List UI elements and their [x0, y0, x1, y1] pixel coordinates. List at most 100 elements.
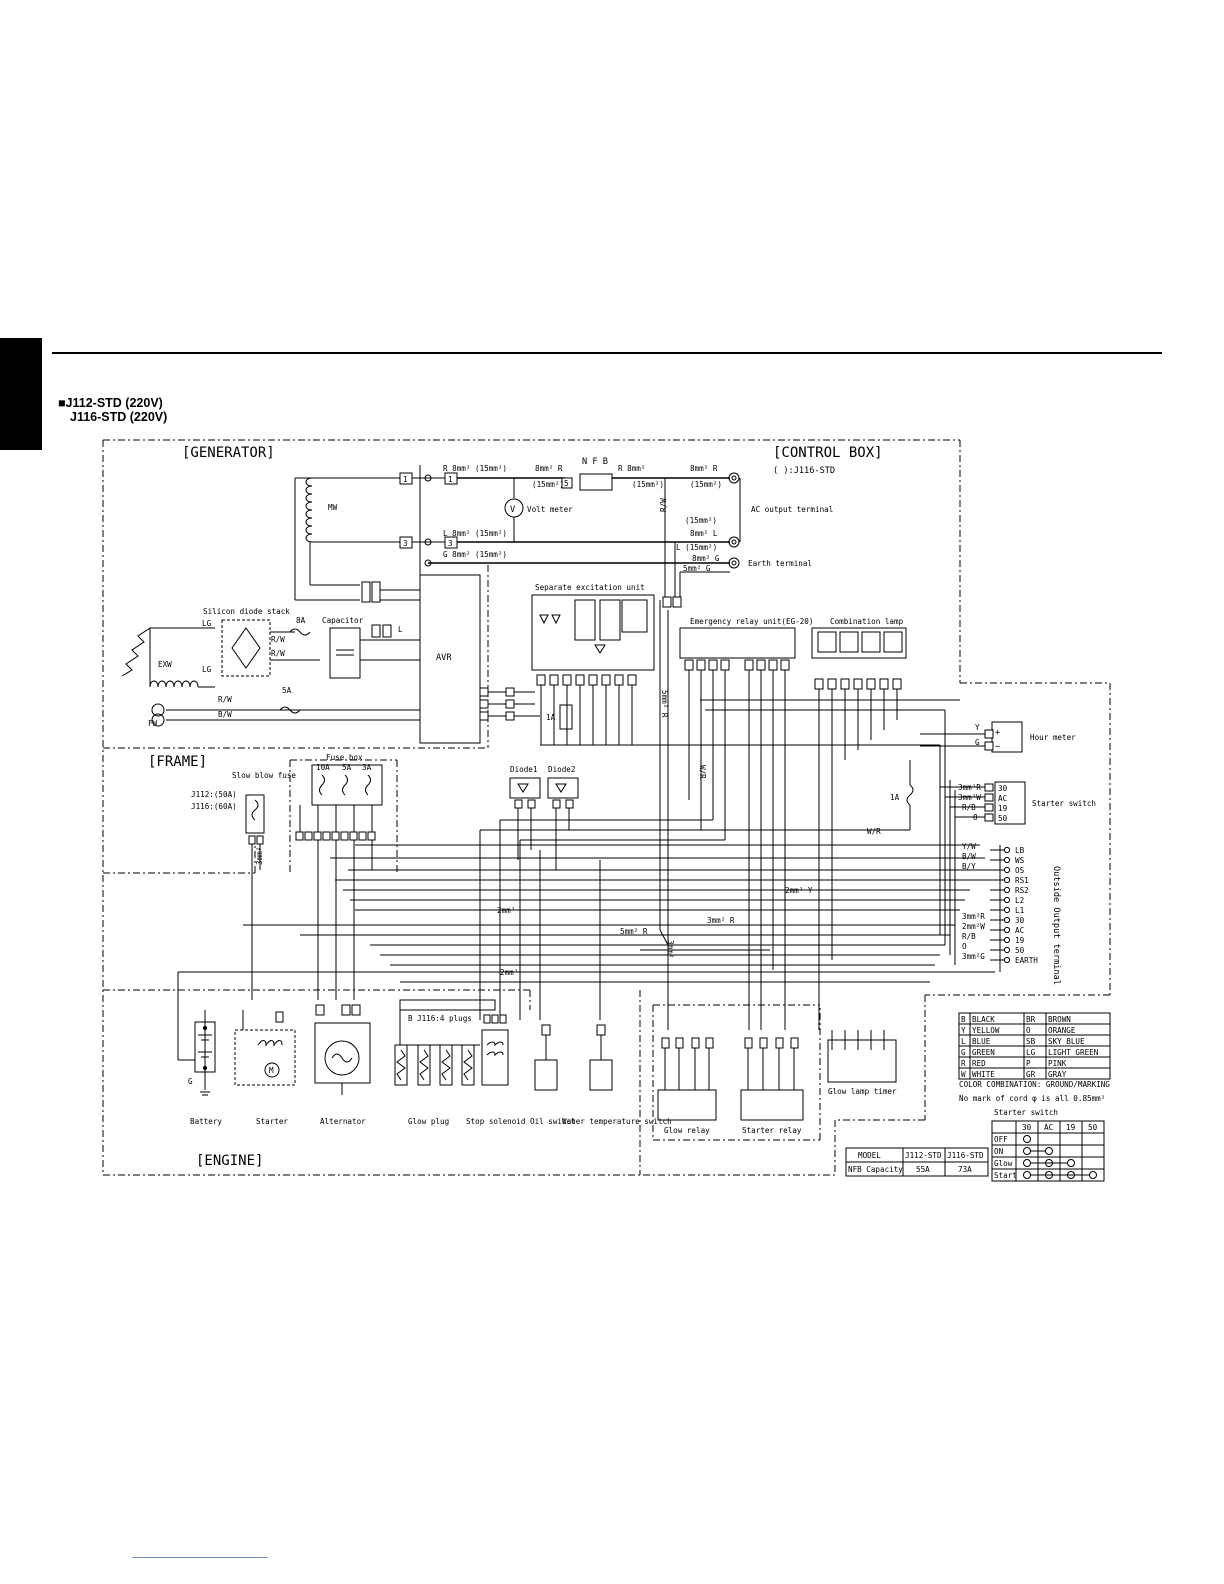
control-box-section-label: [CONTROL BOX] [773, 445, 883, 461]
svg-text:J112-STD: J112-STD [905, 1151, 942, 1160]
svg-text:Fuse box: Fuse box [326, 753, 363, 762]
engine-section-label: [ENGINE] [196, 1153, 263, 1169]
legend-cell: RED [972, 1059, 986, 1068]
legend-cell: YELLOW [972, 1026, 1000, 1035]
earth-terminal: Earth terminal [728, 557, 812, 569]
generator-terminals: 1 1 3 3 [399, 465, 458, 575]
svg-text:AC: AC [998, 794, 1007, 803]
hour-meter-label: Hour meter [1030, 733, 1076, 742]
svg-text:3mm²: 3mm² [666, 940, 675, 958]
label-glow-plug: Glow plug [408, 1117, 449, 1126]
legend-cell: LIGHT GREEN [1048, 1048, 1099, 1057]
glow-plug-group: B J116:4 plugs [394, 999, 496, 1086]
section-tab-marker [0, 338, 42, 450]
output-terminal-row: 50O [962, 942, 1025, 955]
fuse-box: Fuse box 10A 5A 3A [295, 753, 383, 1000]
svg-text:19: 19 [998, 804, 1008, 813]
excitation-pins [536, 674, 637, 686]
svg-text:R 8mm² (15mm²): R 8mm² (15mm²) [443, 464, 507, 473]
svg-text:Silicon diode stack: Silicon diode stack [203, 607, 290, 616]
starter-switch-label: Starter switch [1032, 799, 1096, 808]
switch-contact-marker [1023, 1159, 1031, 1167]
legend-cell: GR [1026, 1070, 1036, 1079]
svg-text:55A: 55A [916, 1165, 930, 1174]
legend-cell: W [961, 1070, 966, 1079]
main-winding: MW [294, 477, 400, 601]
legend-cell: SKY BLUE [1048, 1037, 1085, 1046]
svg-text:(15mm²): (15mm²) [690, 480, 722, 489]
svg-text:5mm² R: 5mm² R [620, 927, 648, 936]
inline-fuse-1a: 1A W/R [680, 760, 914, 836]
stop-solenoid [481, 1014, 509, 1086]
ac-output-terminal-label: AC output terminal [751, 505, 833, 514]
output-terminal-row: WSB/W [962, 852, 1025, 865]
switch-column-header: AC [1044, 1123, 1053, 1132]
switch-column-header: 30 [1022, 1123, 1032, 1132]
svg-text:Diode2: Diode2 [548, 765, 575, 774]
main-winding-label: MW [328, 503, 338, 512]
legend-cell: GREEN [972, 1048, 995, 1057]
output-terminal-wire: R/B [962, 932, 976, 941]
svg-text:8mm² R: 8mm² R [535, 464, 563, 473]
field-winding: FW R/W B/W 5A [148, 686, 420, 728]
svg-text:J112:(50A): J112:(50A) [191, 790, 237, 799]
output-terminal-name: OS [1015, 866, 1025, 875]
svg-text:B/W: B/W [218, 710, 232, 719]
switch-position-label: Start [994, 1171, 1017, 1180]
starter-motor: M [234, 1010, 296, 1086]
output-terminal-name: RS1 [1015, 876, 1029, 885]
legend-cell: B [961, 1015, 966, 1024]
output-terminal-wire: B/W [962, 852, 976, 861]
alternator [314, 1004, 371, 1095]
svg-text:LG: LG [202, 665, 212, 674]
capacitor: 8A Capacitor L [289, 616, 420, 679]
output-terminal-name: EARTH [1015, 956, 1038, 965]
svg-text:(15mm²): (15mm²) [685, 516, 717, 525]
svg-text:5A: 5A [342, 763, 352, 772]
svg-text:R/W: R/W [271, 649, 285, 658]
oil-switch [534, 1024, 558, 1091]
cord-size-note: No mark of cord φ is all 0.85mm² [959, 1094, 1105, 1103]
svg-text:R 8mm²: R 8mm² [618, 464, 645, 473]
svg-text:V: V [510, 505, 515, 515]
output-terminal-row: L1 [990, 906, 1025, 915]
svg-text:Combination lamp: Combination lamp [830, 617, 904, 626]
svg-text:J116-STD: J116-STD [947, 1151, 984, 1160]
switch-position-label: OFF [994, 1135, 1008, 1144]
output-terminal-name: AC [1015, 926, 1024, 935]
earth-terminal-label: Earth terminal [748, 559, 812, 568]
label-water-temperature-switch: Water temperature switch [562, 1117, 672, 1126]
label-starter: Starter [256, 1117, 288, 1126]
legend-cell: SB [1026, 1037, 1036, 1046]
control-box-note: ( ):J116-STD [773, 466, 835, 476]
output-terminal-row: OSB/Y [962, 862, 1025, 875]
output-terminal-row: 19R/B [962, 932, 1025, 945]
output-terminal-row: L2 [990, 896, 1024, 905]
legend-cell: P [1026, 1059, 1031, 1068]
hour-meter: + − Y G Hour meter [920, 721, 1076, 753]
relay-pins-row [684, 659, 790, 671]
switch-contact-marker [1045, 1147, 1053, 1155]
output-terminal-wire: 2mm²W [962, 922, 985, 931]
page-heading: ■J112-STD (220V) J116-STD (220V) [58, 396, 167, 424]
svg-text:R/W: R/W [659, 498, 668, 512]
legend-cell: GRAY [1048, 1070, 1067, 1079]
label-alternator: Alternator [320, 1117, 366, 1126]
svg-text:J116:(60A): J116:(60A) [191, 802, 237, 811]
svg-text:10A: 10A [316, 763, 330, 772]
glow-lamp-timer [827, 1030, 897, 1083]
label-oil-switch: Oil switch [530, 1117, 576, 1126]
svg-text:73A: 73A [958, 1165, 972, 1174]
svg-text:G 8mm² (15mm²): G 8mm² (15mm²) [443, 550, 507, 559]
svg-text:Slow blow fuse: Slow blow fuse [232, 771, 296, 780]
output-terminal-name: 30 [1015, 916, 1025, 925]
footer-link-underline[interactable] [132, 1557, 268, 1558]
header-rule [52, 352, 1162, 354]
starter-relay [740, 1037, 804, 1121]
legend-cell: ORANGE [1048, 1026, 1076, 1035]
